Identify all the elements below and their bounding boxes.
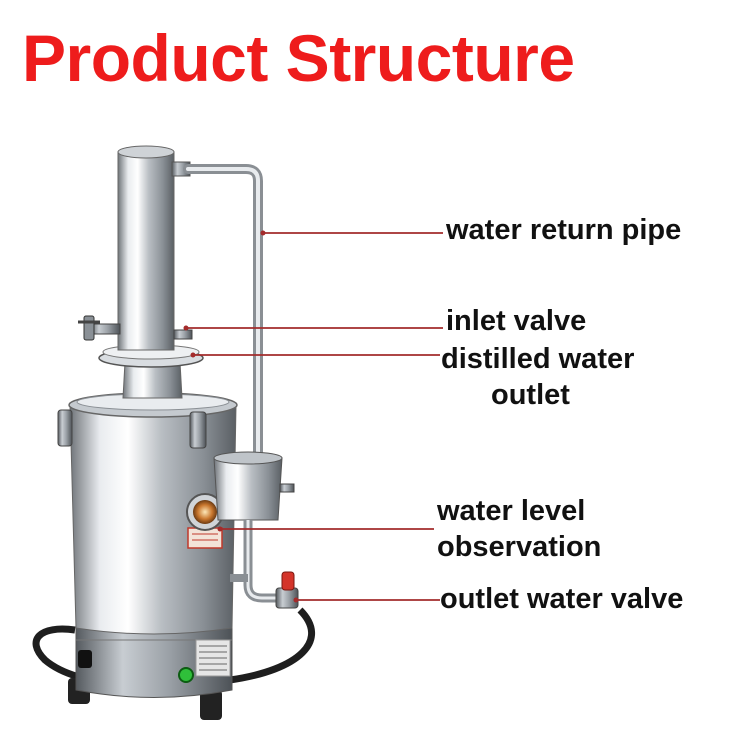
power-indicator-icon	[178, 667, 194, 683]
main-tank	[69, 404, 237, 635]
label-water-return-pipe: water return pipe	[446, 214, 682, 246]
clamp-left	[57, 409, 73, 447]
power-socket	[78, 650, 92, 668]
condenser-column	[117, 151, 175, 351]
label-outlet-water-valve: outlet water valve	[440, 583, 684, 615]
clamp-right	[189, 411, 207, 449]
page-title: Product Structure	[22, 21, 575, 95]
label-distilled-water-outlet: distilled water outlet	[441, 341, 681, 413]
base-ring	[75, 624, 233, 698]
outlet-water-valve	[275, 571, 299, 609]
label-water-level-observation-line2: observation	[437, 531, 602, 563]
label-distilled-water-outlet-line1: distilled water	[441, 343, 635, 375]
inlet-valve	[78, 315, 121, 341]
label-water-level-observation: water level observation	[437, 493, 601, 565]
label-inlet-valve: inlet valve	[446, 305, 587, 337]
distilled-outlet-nipple	[173, 329, 193, 340]
overflow-cup	[213, 457, 283, 521]
label-water-level-observation-line1: water level	[437, 495, 586, 527]
leg-right	[200, 690, 222, 720]
label-distilled-water-outlet-line2: outlet	[491, 379, 570, 411]
